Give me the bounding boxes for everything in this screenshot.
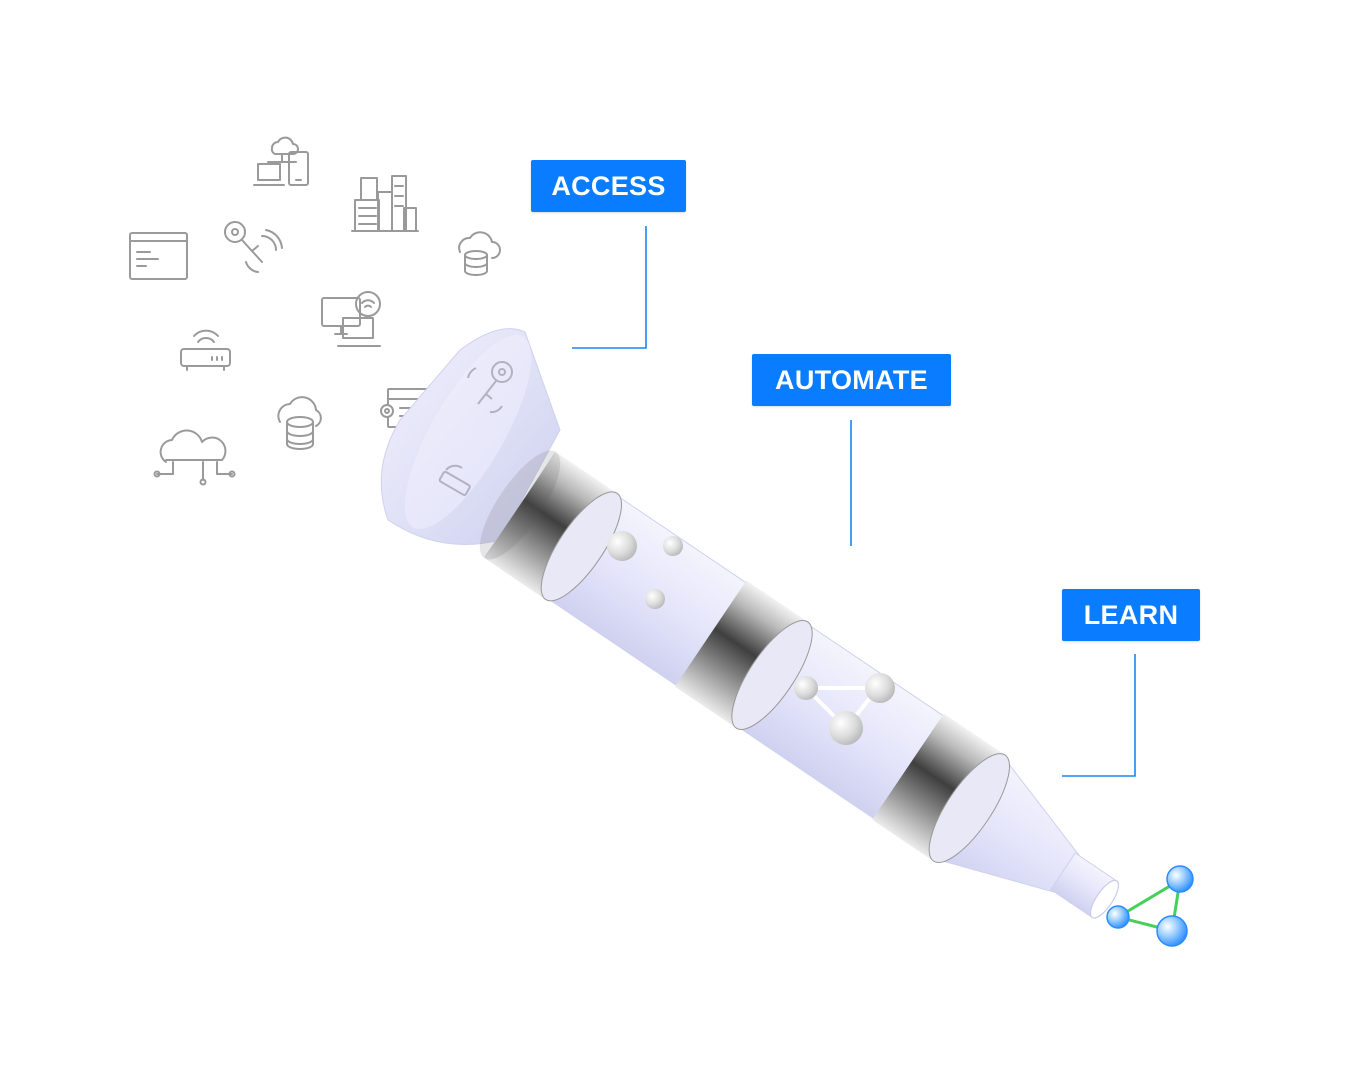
pipe-band-automate [674,580,813,730]
access-label: ACCESS [531,160,686,212]
cloud-devices-icon [253,136,309,186]
learn-leader-line [1062,654,1136,777]
browser-code-icon [129,232,188,280]
pipe-band-learn [872,713,1011,864]
processing-graph-icon [794,673,895,745]
city-buildings-icon [351,175,419,232]
monitor-wifi-icon [321,291,381,347]
automate-label: AUTOMATE [752,354,951,406]
wifi-router-icon [438,464,471,496]
wifi-router-icon [180,329,231,371]
network-graph-icon [1106,865,1194,947]
pipe-band-access [479,450,623,602]
cloud-network-icon [153,429,236,486]
key-wireless-icon [467,361,513,414]
data-particles [607,531,683,609]
cloud-database-icon [277,396,322,450]
leader-lines [572,226,1136,777]
learn-label: LEARN [1062,589,1200,641]
data-pipeline-funnel [380,328,1120,919]
cloud-database-icon [458,231,501,276]
key-wireless-icon [224,221,283,273]
access-leader-line [572,226,647,349]
